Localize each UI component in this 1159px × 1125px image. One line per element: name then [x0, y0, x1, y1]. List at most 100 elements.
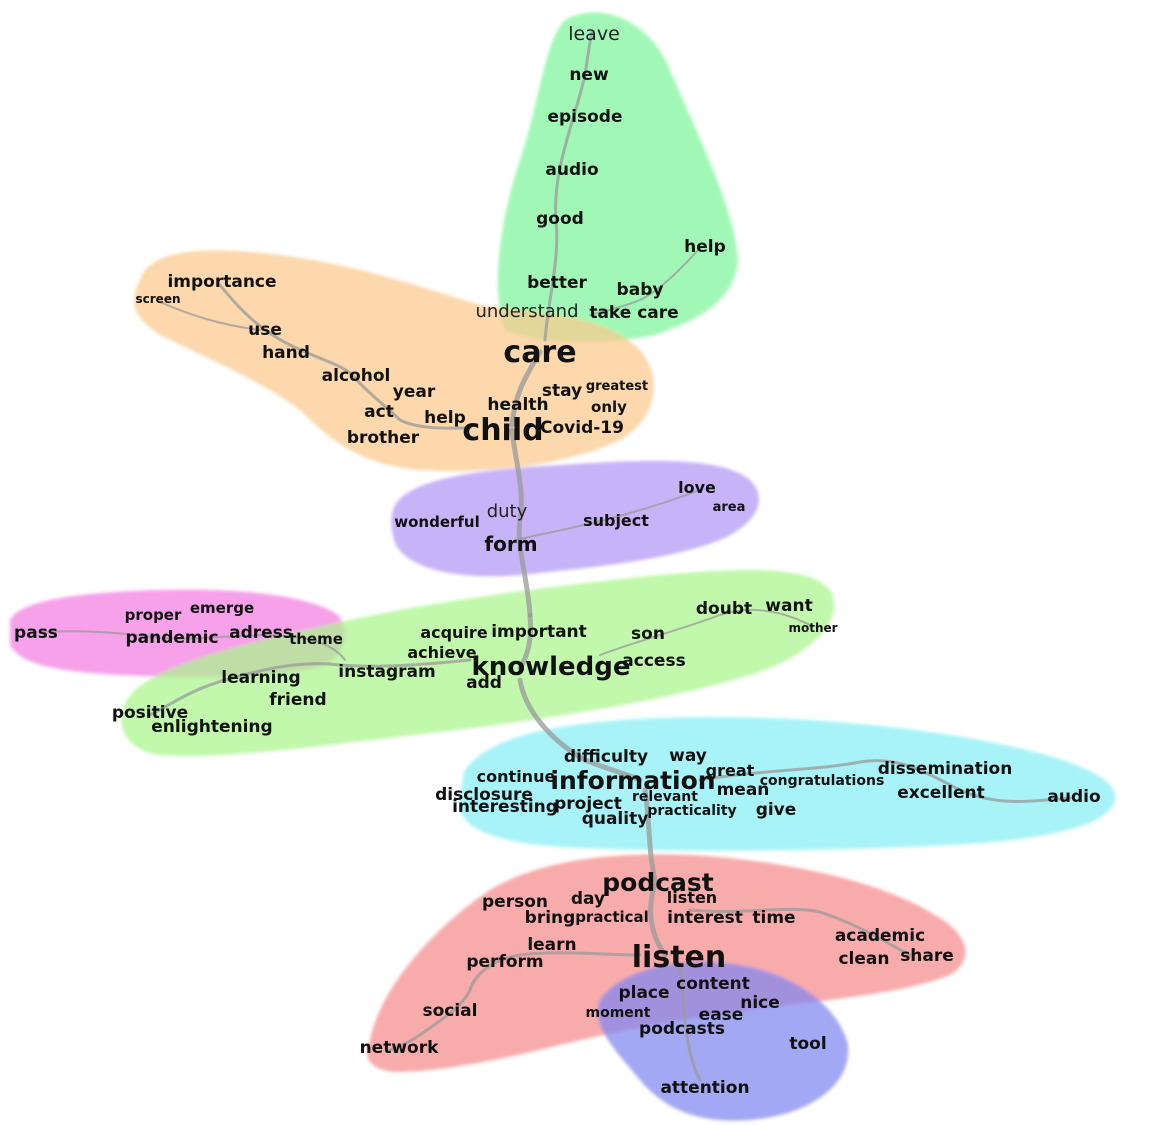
word-help-top: help	[684, 237, 726, 257]
word-practicality: practicality	[647, 803, 736, 819]
word-form: form	[484, 532, 537, 556]
word-wonderful: wonderful	[394, 513, 480, 531]
word-difficulty: difficulty	[564, 747, 648, 767]
word-stay: stay	[542, 381, 582, 401]
word-pass: pass	[14, 623, 58, 643]
word-dissemination: dissemination	[878, 759, 1013, 779]
word-network: network	[360, 1038, 440, 1058]
word-care: care	[503, 335, 576, 370]
word-learning: learning	[221, 668, 300, 688]
word-audio-right: audio	[1047, 787, 1100, 807]
network-edges	[39, 30, 1072, 1082]
word-leave: leave	[568, 23, 620, 45]
word-greatest: greatest	[586, 379, 648, 394]
word-want: want	[765, 596, 812, 616]
edge-orange-chain	[218, 283, 472, 430]
cluster-blue	[597, 961, 849, 1121]
word-place: place	[618, 983, 669, 1003]
word-pandemic: pandemic	[125, 628, 218, 648]
word-way: way	[669, 746, 707, 766]
word-listen-big: listen	[632, 940, 726, 975]
word-day: day	[571, 889, 605, 909]
word-use: use	[248, 320, 282, 340]
word-time: time	[752, 908, 795, 928]
word-relevant: relevant	[632, 789, 698, 805]
edge-podcast-right	[688, 907, 912, 957]
edge-form-subject	[514, 489, 701, 541]
word-brother: brother	[347, 428, 420, 448]
edge-pink-chain	[39, 630, 346, 661]
word-give: give	[756, 800, 797, 820]
word-year: year	[393, 382, 436, 402]
word-help-mid: help	[424, 408, 466, 428]
word-labels: leave new episode audio good help better…	[14, 23, 1101, 1098]
word-ease: ease	[699, 1005, 744, 1025]
word-take-care: take care	[589, 303, 678, 323]
word-mean: mean	[717, 780, 770, 800]
word-emerge: emerge	[190, 599, 254, 617]
edge-trunk-care-child	[509, 349, 543, 428]
cluster-lime	[121, 570, 835, 756]
word-knowledge: knowledge	[471, 652, 630, 682]
edge-screen-use	[159, 301, 261, 331]
word-new: new	[569, 65, 609, 85]
word-love: love	[678, 478, 716, 497]
word-better: better	[527, 273, 587, 293]
word-theme: theme	[289, 630, 343, 648]
edge-care-green	[543, 30, 594, 342]
word-son: son	[631, 624, 665, 644]
word-attention: attention	[660, 1078, 749, 1098]
word-adress: adress	[229, 623, 293, 643]
word-clean: clean	[838, 949, 889, 969]
word-good: good	[536, 209, 584, 229]
word-important: important	[491, 622, 587, 642]
word-audio-top: audio	[545, 160, 598, 180]
word-great: great	[706, 761, 755, 780]
edge-trunk-form-knowledge	[517, 612, 533, 671]
word-health: health	[487, 395, 548, 415]
word-alcohol: alcohol	[322, 366, 391, 386]
cluster-cyan	[459, 716, 1116, 851]
word-proper: proper	[125, 606, 182, 624]
word-information: information	[550, 766, 715, 795]
word-person: person	[482, 892, 548, 912]
edge-knowledge-left	[148, 658, 472, 717]
word-mother: mother	[788, 621, 837, 635]
word-listen-small: listen	[667, 888, 717, 907]
edge-trunk-knowledge-information	[517, 677, 643, 783]
word-covid-19: Covid-19	[540, 418, 624, 438]
word-duty: duty	[487, 501, 528, 522]
word-project: project	[554, 794, 622, 814]
word-doubt: doubt	[696, 599, 752, 619]
word-disclosure: disclosure	[435, 785, 533, 805]
word-acquire: acquire	[420, 623, 488, 642]
word-congratulations: congratulations	[760, 773, 885, 789]
word-interest: interest	[667, 908, 743, 928]
word-instagram: instagram	[338, 662, 435, 682]
edge-listen-left	[388, 951, 642, 1052]
word-subject: subject	[583, 511, 649, 530]
edge-information-right	[698, 759, 1072, 803]
cluster-purple	[391, 460, 759, 577]
word-achieve: achieve	[407, 643, 476, 662]
cluster-red	[367, 854, 966, 1072]
word-area: area	[713, 500, 746, 515]
word-tool: tool	[789, 1034, 826, 1054]
word-academic: academic	[835, 926, 925, 946]
word-hand: hand	[262, 343, 310, 363]
word-episode: episode	[547, 107, 622, 127]
word-interesting: interesting	[452, 797, 558, 817]
word-podcasts: podcasts	[639, 1019, 725, 1039]
word-content: content	[676, 974, 750, 994]
word-moment: moment	[586, 1005, 651, 1021]
word-friend: friend	[269, 690, 326, 710]
word-nice: nice	[740, 993, 780, 1013]
word-bring: bring	[525, 908, 576, 928]
edge-help-baby	[589, 247, 701, 316]
word-importance: importance	[167, 272, 276, 292]
word-share: share	[900, 946, 954, 966]
word-add: add	[466, 673, 502, 693]
word-podcast: podcast	[602, 868, 714, 897]
edge-trunk-child-form	[509, 427, 533, 618]
word-understand: understand	[475, 301, 578, 322]
